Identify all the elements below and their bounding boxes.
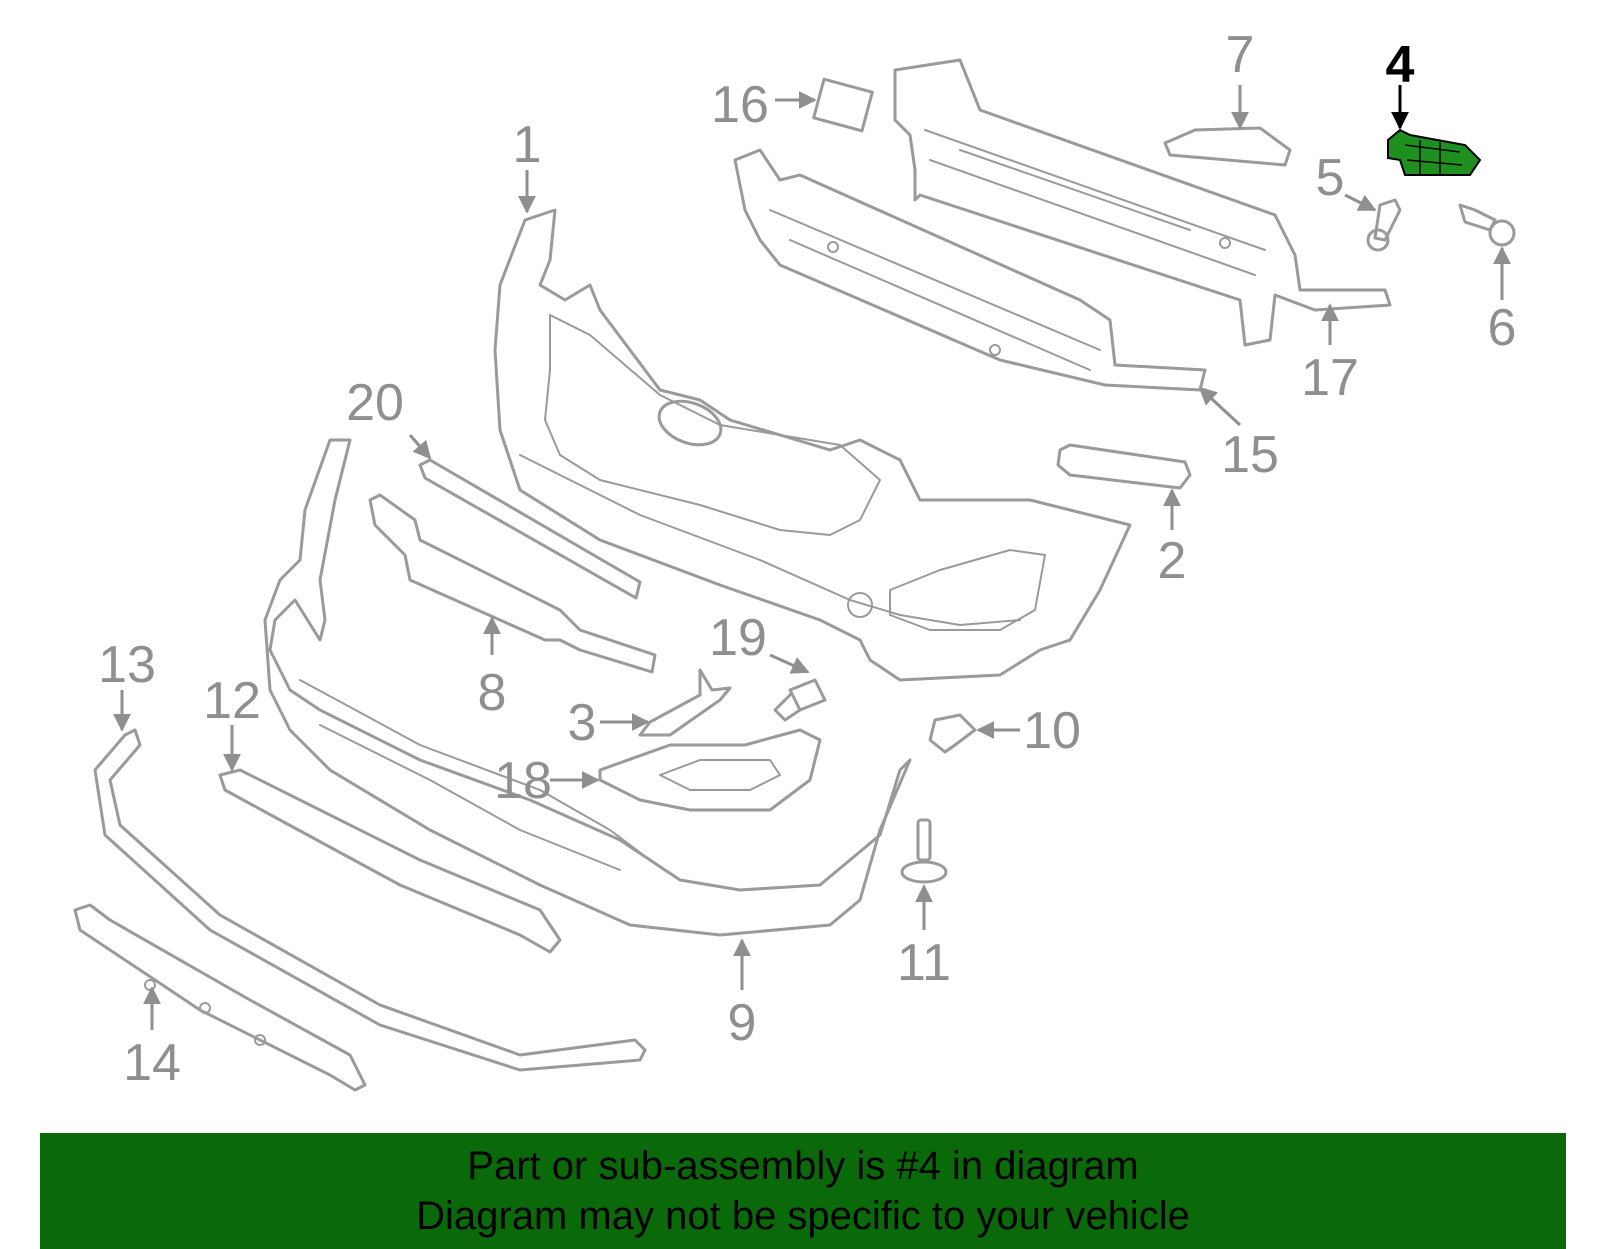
part-1-bumper-cover <box>493 208 1132 682</box>
callout-12: 12 <box>203 672 261 730</box>
callout-17: 17 <box>1301 349 1359 407</box>
callout-19: 19 <box>709 609 767 667</box>
part-16-label <box>812 77 874 133</box>
callout-18: 18 <box>494 752 552 810</box>
part-6-bolt <box>1458 203 1516 247</box>
part-2-side-bracket <box>1056 443 1192 490</box>
callout-14: 14 <box>123 1034 181 1092</box>
banner-line-disclaimer: Diagram may not be specific to your vehi… <box>416 1194 1190 1238</box>
leader-19 <box>769 653 810 674</box>
part-4-bracket-highlighted <box>1387 128 1482 176</box>
banner-line-part-info: Part or sub-assembly is #4 in diagram <box>467 1144 1139 1188</box>
callout-6: 6 <box>1488 299 1517 357</box>
callout-2: 2 <box>1158 532 1187 590</box>
part-9-lower-bumper <box>263 438 912 937</box>
info-banner: Part or sub-assembly is #4 in diagram Di… <box>40 1133 1566 1249</box>
callout-4: 4 <box>1386 36 1415 94</box>
callout-3: 3 <box>568 694 597 752</box>
part-5-bolt <box>1366 198 1402 252</box>
part-12-lower-strip <box>218 768 562 954</box>
part-7-bracket <box>1163 126 1292 167</box>
part-3-bracket <box>638 668 732 737</box>
part-10-clip <box>928 713 977 754</box>
callout-9: 9 <box>728 994 757 1052</box>
part-19-bolt <box>773 678 827 722</box>
leader-15 <box>1198 386 1242 427</box>
callout-5: 5 <box>1316 149 1345 207</box>
part-13-long-trim <box>93 728 647 1072</box>
callout-11: 11 <box>897 934 951 992</box>
part-14-skid-strip <box>73 903 367 1092</box>
callout-10: 10 <box>1023 702 1081 760</box>
part-17-reinforcement-beam <box>893 58 1392 347</box>
part-8-grille-support <box>368 493 657 674</box>
callout-13: 13 <box>98 636 156 694</box>
leader-20 <box>408 434 432 460</box>
callout-20: 20 <box>346 374 404 432</box>
part-20-strip <box>418 458 642 600</box>
callout-15: 15 <box>1221 426 1279 484</box>
part-15-energy-absorber <box>733 148 1207 392</box>
callout-16: 16 <box>711 76 769 134</box>
callout-7: 7 <box>1226 26 1255 84</box>
callout-8: 8 <box>478 664 507 722</box>
callout-1: 1 <box>513 116 542 174</box>
part-18-fog-bezel <box>598 728 822 812</box>
leader-5 <box>1344 193 1377 212</box>
part-11-push-pin <box>900 818 948 884</box>
